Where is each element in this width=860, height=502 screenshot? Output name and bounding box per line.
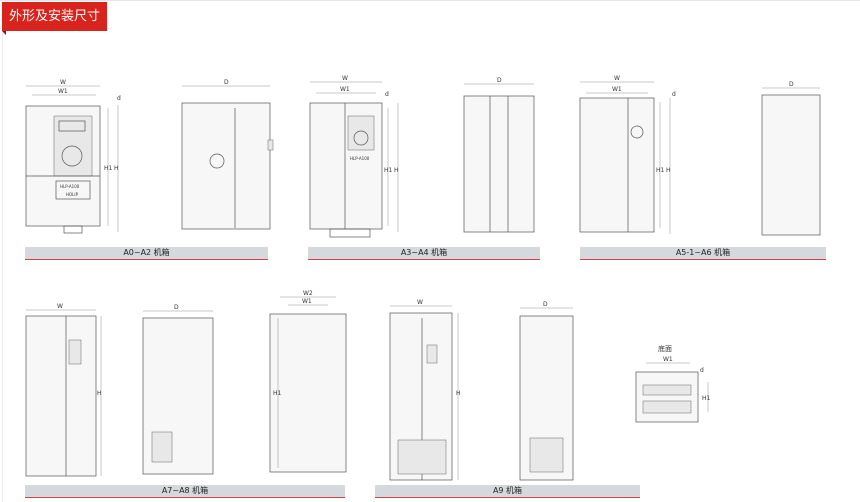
a7-a8-side-view: D bbox=[142, 304, 214, 475]
svg-text:d: d bbox=[672, 91, 676, 98]
svg-text:H: H bbox=[97, 390, 102, 397]
svg-text:H: H bbox=[394, 167, 399, 174]
svg-text:底面: 底面 bbox=[658, 344, 672, 353]
svg-text:W1: W1 bbox=[340, 86, 350, 93]
svg-text:D: D bbox=[497, 77, 502, 84]
svg-text:W: W bbox=[417, 299, 423, 306]
section-title: 外形及安装尺寸 bbox=[2, 2, 107, 35]
caption-a3-a4: A3~A4 机箱 bbox=[308, 247, 540, 260]
svg-text:H: H bbox=[456, 390, 461, 397]
svg-text:H1: H1 bbox=[384, 167, 393, 174]
svg-text:H1: H1 bbox=[273, 390, 282, 397]
svg-text:d: d bbox=[700, 367, 704, 374]
a7-a8-front-view: WH bbox=[25, 303, 102, 477]
svg-text:D: D bbox=[789, 81, 794, 88]
svg-text:H: H bbox=[666, 167, 671, 174]
svg-text:HLP-A100: HLP-A100 bbox=[350, 156, 370, 161]
svg-text:H1: H1 bbox=[104, 165, 113, 172]
a5-a6-side-view: D bbox=[761, 81, 821, 236]
top-divider bbox=[0, 0, 860, 1]
caption-a9: A9 机箱 bbox=[375, 485, 640, 498]
svg-text:W1: W1 bbox=[302, 298, 312, 305]
caption-a0-a2: A0~A2 机箱 bbox=[25, 247, 268, 260]
svg-text:W2: W2 bbox=[303, 290, 313, 297]
left-divider bbox=[2, 32, 3, 502]
svg-text:D: D bbox=[174, 304, 179, 311]
svg-text:W1: W1 bbox=[58, 88, 68, 95]
svg-text:d: d bbox=[385, 91, 389, 98]
svg-text:D: D bbox=[224, 79, 229, 86]
svg-text:D: D bbox=[543, 301, 548, 308]
svg-text:d: d bbox=[117, 95, 121, 102]
caption-a7-a8: A7~A8 机箱 bbox=[25, 485, 345, 498]
svg-text:H1: H1 bbox=[702, 395, 711, 402]
svg-text:HLP-A100: HLP-A100 bbox=[60, 184, 80, 189]
svg-text:W: W bbox=[614, 75, 620, 82]
svg-text:W1: W1 bbox=[612, 86, 622, 93]
svg-text:W: W bbox=[57, 303, 63, 310]
svg-text:W: W bbox=[342, 75, 348, 82]
svg-text:H: H bbox=[114, 165, 119, 172]
a9-bottom-view: 底面 W1 dH1 bbox=[635, 344, 711, 423]
svg-text:W1: W1 bbox=[663, 356, 673, 363]
svg-text:H1: H1 bbox=[656, 167, 665, 174]
a3-a4-side-view: D bbox=[463, 77, 535, 233]
a9-side-view: D bbox=[519, 301, 574, 481]
caption-a5-a6: A5-1~A6 机箱 bbox=[580, 247, 826, 260]
svg-text:HOLIP: HOLIP bbox=[66, 192, 79, 197]
a0-a2-side-view: D bbox=[181, 79, 274, 230]
svg-text:W: W bbox=[60, 79, 66, 86]
a9-front-view: WH bbox=[389, 299, 461, 481]
